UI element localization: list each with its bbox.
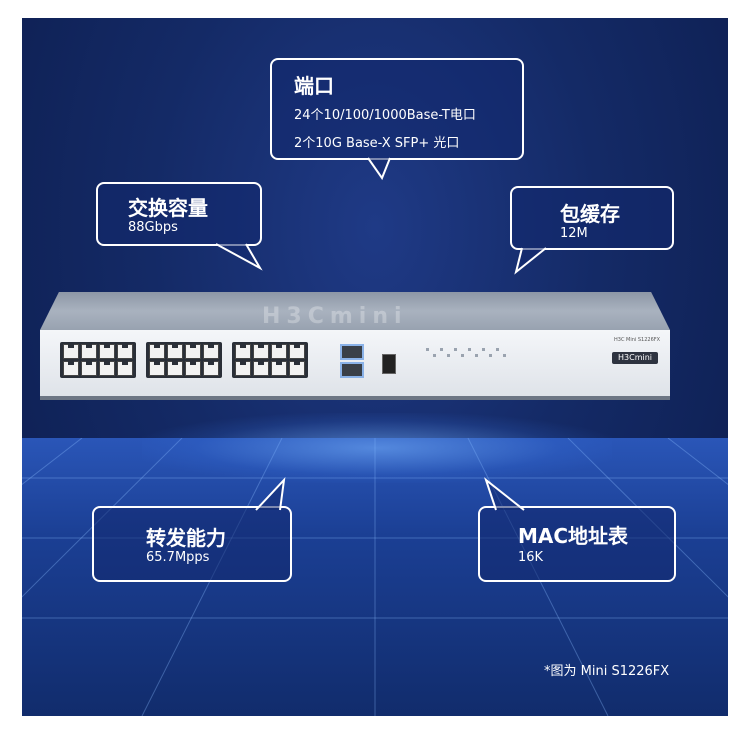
network-switch: H3Cmini H3C Mini S1226FX H3Cmini: [40, 292, 670, 404]
rj45-port: [63, 344, 79, 359]
rj45-port: [81, 344, 97, 359]
rj45-port: [81, 361, 97, 376]
status-led: [426, 348, 429, 351]
status-led: [496, 348, 499, 351]
ports-title: 端口: [294, 74, 334, 98]
buffer-callout: 包缓存 12M: [510, 186, 674, 275]
capacity-callout: 交换容量 88Gbps: [96, 182, 263, 271]
status-led: [468, 348, 471, 351]
footnote: *图为 Mini S1226FX: [544, 664, 670, 679]
switch-top-panel: [40, 292, 670, 330]
ports-line-fiber: 2个10G Base-X SFP+ 光口: [294, 136, 460, 151]
model-label: H3C Mini S1226FX: [614, 337, 661, 343]
switch-top-logo: H3Cmini: [262, 304, 408, 329]
forwarding-callout-tail: [255, 477, 286, 511]
rj45-port: [63, 361, 79, 376]
status-led: [503, 354, 506, 357]
rj45-port: [271, 344, 287, 359]
status-led: [440, 348, 443, 351]
mac-value: 16K: [518, 550, 544, 565]
rj45-port: [99, 361, 115, 376]
status-led: [475, 354, 478, 357]
rj45-port: [167, 344, 183, 359]
brand-badge: H3Cmini: [612, 352, 658, 364]
buffer-title: 包缓存: [560, 202, 620, 226]
rj45-port: [235, 344, 251, 359]
rj45-port-block: [232, 342, 308, 378]
rj45-port: [289, 344, 305, 359]
rj45-port-block: [60, 342, 136, 378]
forwarding-title: 转发能力: [146, 526, 226, 550]
forwarding-value: 65.7Mpps: [146, 550, 210, 565]
sfp-port: [340, 344, 364, 360]
rj45-port: [167, 361, 183, 376]
rj45-port: [203, 344, 219, 359]
mac-callout-tail: [483, 477, 525, 511]
switch-front-panel: H3C Mini S1226FX H3Cmini: [40, 330, 670, 400]
status-led: [433, 354, 436, 357]
status-led: [489, 354, 492, 357]
rj45-port: [253, 344, 269, 359]
rj45-port: [253, 361, 269, 376]
status-led: [447, 354, 450, 357]
capacity-title: 交换容量: [128, 196, 208, 220]
mac-callout: MAC地址表 16K: [478, 477, 676, 582]
status-led-panel: [420, 344, 525, 376]
rj45-port: [117, 344, 133, 359]
forwarding-callout: 转发能力 65.7Mpps: [92, 477, 292, 582]
rj45-port: [99, 344, 115, 359]
buffer-callout-tail: [514, 247, 547, 275]
rj45-port: [117, 361, 133, 376]
capacity-value: 88Gbps: [128, 220, 178, 235]
buffer-value: 12M: [560, 226, 588, 241]
rj45-port: [235, 361, 251, 376]
console-port: [382, 354, 396, 374]
rj45-port: [185, 344, 201, 359]
floor-glow: [142, 413, 612, 483]
rj45-port: [271, 361, 287, 376]
rj45-port: [185, 361, 201, 376]
capacity-callout-tail: [215, 243, 263, 271]
mac-title: MAC地址表: [518, 524, 629, 548]
rj45-port-block: [146, 342, 222, 378]
rj45-port: [149, 361, 165, 376]
rj45-port: [203, 361, 219, 376]
status-led: [461, 354, 464, 357]
status-led: [454, 348, 457, 351]
status-led: [482, 348, 485, 351]
ports-callout-tail: [367, 157, 391, 181]
sfp-port: [340, 362, 364, 378]
rj45-port: [149, 344, 165, 359]
ports-line-copper: 24个10/100/1000Base-T电口: [294, 108, 476, 123]
ports-callout: 端口 24个10/100/1000Base-T电口 2个10G Base-X S…: [270, 58, 524, 181]
rj45-port: [289, 361, 305, 376]
